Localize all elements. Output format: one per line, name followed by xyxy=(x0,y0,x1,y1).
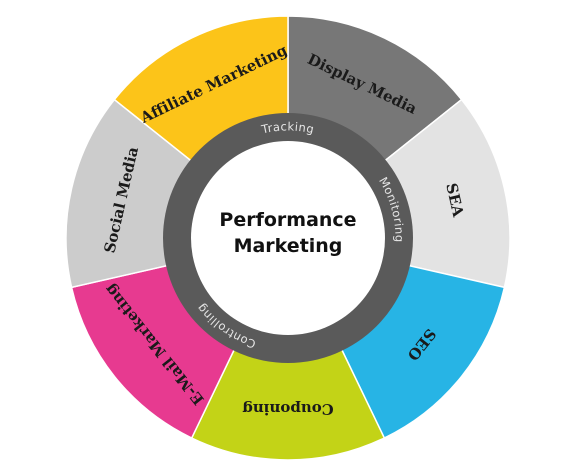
center-title-line1: Performance xyxy=(219,209,356,231)
ring-label-tracking: Tracking xyxy=(259,119,315,136)
center-title-line2: Marketing xyxy=(234,235,343,257)
segment-label: Couponing xyxy=(242,400,334,418)
center-circle xyxy=(191,141,385,335)
center-label-group: Performance Marketing xyxy=(219,209,356,257)
